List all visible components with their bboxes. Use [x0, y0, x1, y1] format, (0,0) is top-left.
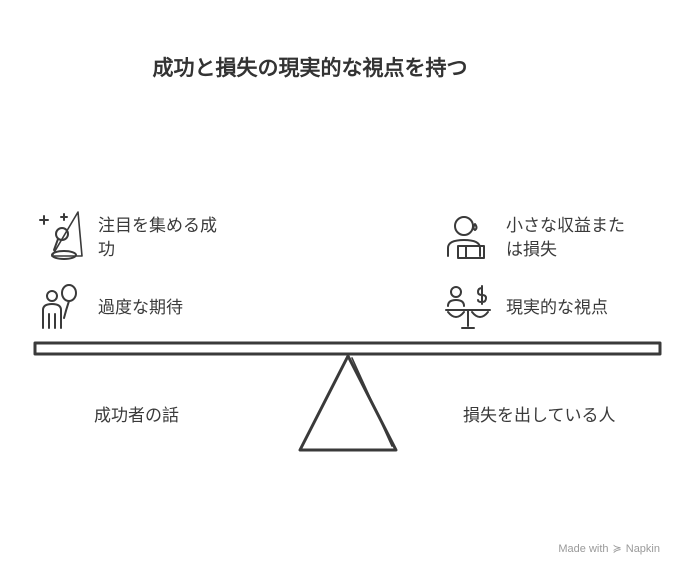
- seesaw-beam: [33, 341, 662, 356]
- right-item-1-line1: 小さな収益また: [506, 216, 625, 236]
- person-balloon-icon: [40, 284, 80, 336]
- left-item-1-line1: 注目を集める成: [98, 216, 217, 236]
- person-sweat-box-icon: [444, 210, 492, 264]
- left-base-label: 成功者の話: [94, 406, 179, 426]
- right-item-1-label: 小さな収益また は損失: [506, 214, 625, 262]
- right-base-label: 損失を出している人: [463, 406, 616, 426]
- made-with-text: Made with: [558, 542, 609, 555]
- right-item-2-label: 現実的な視点: [506, 298, 608, 318]
- diagram-title: 成功と損失の現実的な視点を持つ: [152, 56, 468, 80]
- spotlight-microphone-icon: [38, 210, 84, 266]
- right-item-1-line2: は損失: [506, 240, 557, 260]
- napkin-brand-text: Napkin: [625, 542, 660, 555]
- left-item-2-label: 過度な期待: [98, 298, 183, 318]
- napkin-logo-icon: ≽: [612, 543, 622, 555]
- left-item-1-line2: 功: [98, 240, 115, 260]
- made-with-napkin: Made with ≽ Napkin: [558, 542, 660, 556]
- left-item-1-label: 注目を集める成 功: [98, 214, 217, 262]
- seesaw-fulcrum: [298, 354, 398, 452]
- person-scale-dollar-icon: [444, 284, 494, 336]
